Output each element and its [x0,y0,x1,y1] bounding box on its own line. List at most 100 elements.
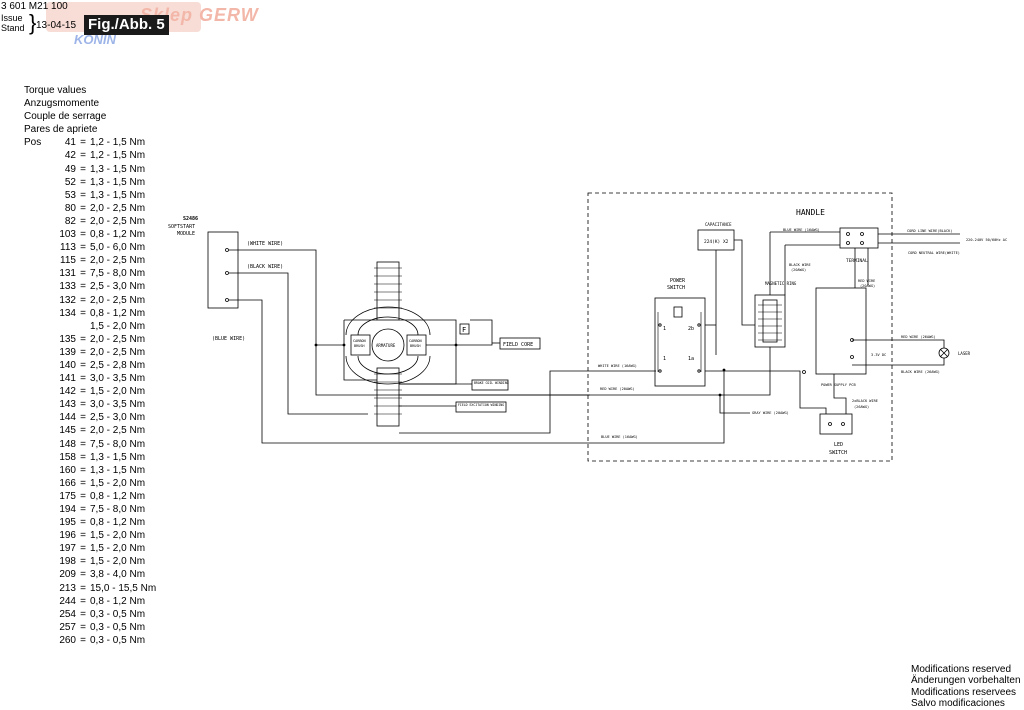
torque-equals: = [80,255,86,267]
torque-value: 1,2 - 1,5 Nm [90,150,146,162]
softstart-terminal-2 [225,271,229,275]
softstart-terminal-3 [225,298,229,302]
watermark-text: Sklep GERW [140,5,259,25]
torque-value: 2,0 - 2,5 Nm [90,333,146,345]
torque-pos-number: 196 [59,530,76,542]
torque-row: 131=7,5 - 8,0 Nm [24,267,156,280]
torque-row: 52=1,3 - 1,5 Nm [24,176,156,189]
handle-label: HANDLE [796,208,825,217]
switch-pin-2 [697,323,701,327]
red-wire-right-awg: (20AWG) [860,284,875,288]
blue-wire-16-label: BLUE WIRE (16AWG) [783,228,820,232]
torque-equals: = [80,294,86,306]
torque-value: 1,5 - 2,0 Nm [90,543,146,555]
dc-label: 3.3V DC [871,353,886,357]
white-wire-16-label: WHITE WIRE (16AWG) [598,364,637,368]
issue-date: 13-04-15 [36,20,77,31]
torque-value: 1,5 - 2,0 Nm [90,386,146,398]
torque-equals: = [80,307,86,319]
switch-pin-3 [658,369,662,373]
softstart-terminal-1 [225,248,229,252]
terminal-pin-1 [846,232,850,236]
magnetic-ring-label: MAGNETIC RING [765,281,797,286]
softstart-label-1: SOFTSTART [168,224,195,230]
torque-pos-number: 131 [59,268,76,280]
torque-row: 257=0,3 - 0,5 Nm [24,621,156,634]
torque-pos-number: 213 [59,582,76,594]
torque-value: 2,5 - 2,8 Nm [90,359,146,371]
torque-pos-number: 244 [59,595,76,607]
laser-cross-b [940,349,948,357]
wire-black-26 [852,358,945,366]
power-switch-actuator [673,306,683,318]
torque-pos-number: 41 [64,137,76,149]
torque-equals: = [80,438,86,450]
power-supply-box [815,287,867,375]
torque-row: 209=3,8 - 4,0 Nm [24,568,156,581]
torque-pos-number: 80 [64,202,76,214]
torque-row: 213=15,0 - 15,5 Nm [24,582,156,595]
torque-title-fr: Couple de serrage [24,111,107,123]
torque-pos-number: 134 [59,307,76,319]
stator-arc-bottom [345,355,431,385]
torque-pos-number: 139 [59,346,76,358]
footer-notes: Modifications reserved Änderungen vorbeh… [911,664,1021,710]
watermark-subtext: KONIN [74,32,116,47]
torque-row: 140=2,5 - 2,8 Nm [24,359,156,372]
led-label-1: LED [834,442,843,448]
wire-capacitor-a [734,239,755,326]
torque-row: 144=2,5 - 3,0 Nm [24,411,156,424]
torque-pos-number: 194 [59,504,76,515]
field-excitation-box [455,401,507,413]
switch-terminal-1a: 1a [688,356,694,362]
psu-pin-3 [802,370,806,374]
torque-pos-number: 42 [64,150,76,162]
torque-value: 3,0 - 3,5 Nm [90,399,146,411]
torque-row: 143=3,0 - 3,5 Nm [24,398,156,411]
torque-row: 196=1,5 - 2,0 Nm [24,529,156,542]
torque-row: 145=2,0 - 2,5 Nm [24,424,156,437]
torque-row: 198=1,5 - 2,0 Nm [24,555,156,568]
laser-label: LASER [958,351,971,356]
field-core-label: FIELD CORE [503,342,533,348]
torque-pos-number: 144 [59,412,76,424]
field-coil-top [376,261,400,321]
wire-ring-bottom [720,347,771,396]
torque-row: 134=0,8 - 1,2 Nm [24,307,156,320]
torque-equals: = [80,569,86,581]
switch-terminal-2b: 2b [688,326,694,332]
torque-pos-number: 257 [59,621,76,633]
torque-equals: = [80,163,86,175]
torque-row: 195=0,8 - 1,2 Nm [24,516,156,529]
black-wire-20-label: BLACK WIRE [789,263,811,267]
torque-pos-number: 115 [60,255,76,267]
torque-pos-number: 198 [59,556,76,568]
wire-field-core [456,319,493,346]
torque-value: 1,5 - 2,0 Nm [90,320,146,332]
capacitance-value: 224(K) X2 [704,239,729,245]
figure-label: Fig./Abb. 5 [84,15,169,35]
red-wire-26-label: RED WIRE (26AWG) [901,335,936,339]
torque-equals: = [80,373,86,385]
black-wire-2-label: 2xBLACK WIRE [852,399,878,403]
torque-equals: = [80,346,86,358]
torque-row: 142=1,5 - 2,0 Nm [24,385,156,398]
torque-pos-number: 160 [59,464,76,476]
field-excitation-label: FIELD EXCITATION WINDING [458,403,504,407]
torque-pos-number: 132 [59,294,76,306]
wire-motor-left [343,320,377,381]
junction-dots [314,343,726,397]
torque-value: 5,0 - 6,0 Nm [90,242,146,254]
torque-equals: = [80,464,86,476]
torque-title-en: Torque values [24,85,87,96]
torque-row: 1,5 - 2,0 Nm [24,320,156,333]
capacitance-label: CAPACITANCE [705,222,732,227]
torque-value: 2,0 - 2,5 Nm [90,425,146,437]
torque-equals: = [80,202,86,214]
torque-row: 132=2,0 - 2,5 Nm [24,294,156,307]
footer-line-es: Salvo modificaciones [911,698,1005,710]
torque-row: 141=3,0 - 3,5 Nm [24,372,156,385]
torque-pos-number: 135 [59,333,76,345]
torque-row: 49=1,3 - 1,5 Nm [24,163,156,176]
